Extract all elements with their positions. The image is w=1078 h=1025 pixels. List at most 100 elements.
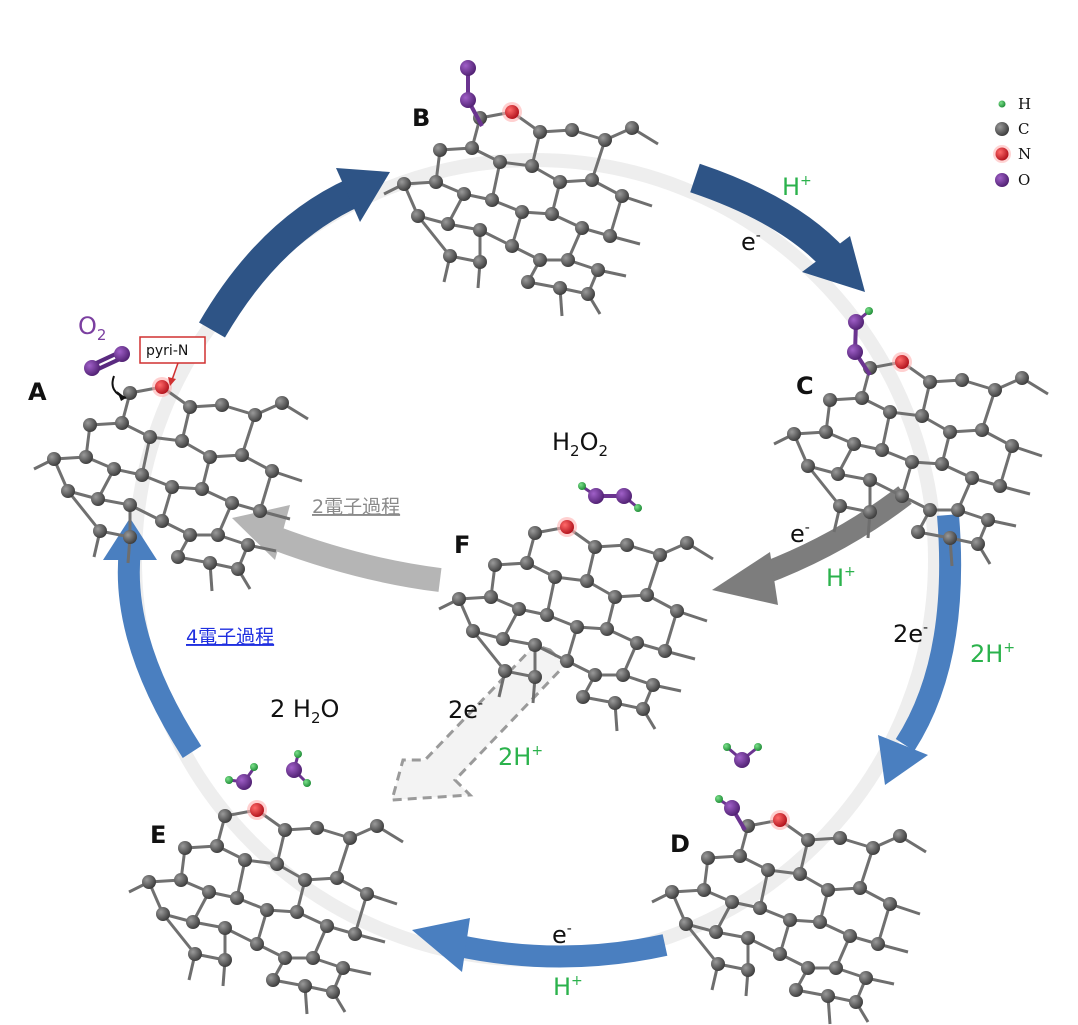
arrow-c-to-d: [878, 514, 962, 785]
carbon-atom: [665, 885, 679, 899]
h2o2-label: H2O2: [552, 428, 608, 460]
carbon-atom: [115, 416, 129, 430]
carbon-atom: [636, 702, 650, 716]
nitrogen-atom: [250, 803, 264, 817]
carbon-atom: [773, 947, 787, 961]
carbon-atom: [831, 467, 845, 481]
carbon-atom: [585, 173, 599, 187]
legend-h-label: H: [1018, 95, 1031, 113]
carbon-atom: [793, 867, 807, 881]
carbon-atom: [210, 839, 224, 853]
carbon-atom: [603, 229, 617, 243]
carbon-atom: [646, 678, 660, 692]
carbon-atom: [981, 513, 995, 527]
carbon-atom: [525, 159, 539, 173]
carbon-atom: [658, 644, 672, 658]
carbon-atom: [218, 953, 232, 967]
reagent-d-e-electron: e-: [552, 921, 572, 949]
carbon-atom: [615, 189, 629, 203]
carbon-atom: [813, 915, 827, 929]
carbon-atom: [733, 849, 747, 863]
carbon-atom: [821, 883, 835, 897]
carbon-atom: [241, 538, 255, 552]
reagent-f-e-electron: 2e-: [448, 696, 483, 724]
carbon-atom: [560, 654, 574, 668]
legend-n-label: N: [1018, 145, 1031, 163]
carbon-atom: [598, 133, 612, 147]
carbon-atom: [433, 143, 447, 157]
carbon-atom: [270, 857, 284, 871]
stage-label-f: F: [454, 531, 470, 559]
reagent-c-d-electron: 2e-: [893, 620, 928, 648]
carbon-atom: [231, 562, 245, 576]
carbon-atom: [679, 917, 693, 931]
carbon-atom: [670, 604, 684, 618]
carbon-atom: [616, 668, 630, 682]
carbon-atom: [326, 985, 340, 999]
carbon-atom: [575, 221, 589, 235]
carbon-atom: [278, 823, 292, 837]
carbon-atom: [955, 373, 969, 387]
graphene-sheet-f: [438, 517, 714, 732]
carbon-atom: [203, 556, 217, 570]
four-electron-process-link[interactable]: 4電子過程: [186, 626, 274, 648]
carbon-atom: [823, 393, 837, 407]
carbon-atom: [789, 983, 803, 997]
carbon-atom: [465, 141, 479, 155]
carbon-atom: [266, 973, 280, 987]
carbon-atom: [155, 514, 169, 528]
carbon-atom: [278, 951, 292, 965]
carbon-atom: [265, 464, 279, 478]
carbon-atom: [188, 947, 202, 961]
carbon-atom: [1015, 371, 1029, 385]
carbon-atom: [620, 538, 634, 552]
carbon-atom: [443, 249, 457, 263]
carbon-atom: [911, 525, 925, 539]
carbon-atom: [218, 921, 232, 935]
carbon-atom: [320, 919, 334, 933]
carbon-atom: [895, 489, 909, 503]
atom-legend: H C N O: [993, 95, 1031, 189]
carbon-atom: [988, 383, 1002, 397]
carbon-atom: [298, 979, 312, 993]
carbon-atom: [484, 590, 498, 604]
carbon-atom: [709, 925, 723, 939]
two-electron-process-link[interactable]: 2電子過程: [312, 496, 400, 518]
carbon-atom: [588, 540, 602, 554]
legend-c-icon: [995, 122, 1009, 136]
carbon-atom: [83, 418, 97, 432]
arrow-f-to-a: [232, 505, 442, 592]
carbon-atom: [801, 459, 815, 473]
carbon-atom: [553, 175, 567, 189]
carbon-atom: [452, 592, 466, 606]
carbon-atom: [143, 430, 157, 444]
carbon-atom: [441, 217, 455, 231]
carbon-atom: [195, 482, 209, 496]
carbon-atom: [107, 462, 121, 476]
carbon-atom: [360, 887, 374, 901]
arrow-f-to-e-dashed: [389, 643, 568, 802]
carbon-atom: [498, 664, 512, 678]
carbon-atom: [915, 409, 929, 423]
graphene-sheet-d: [651, 810, 927, 1025]
carbon-atom: [600, 622, 614, 636]
carbon-atom: [833, 831, 847, 845]
carbon-atom: [348, 927, 362, 941]
carbon-atom: [183, 528, 197, 542]
carbon-atom: [235, 448, 249, 462]
carbon-atom: [203, 450, 217, 464]
carbon-atom: [871, 937, 885, 951]
carbon-atom: [965, 471, 979, 485]
reagent-b-c-proton: H+: [782, 173, 812, 201]
carbon-atom: [175, 434, 189, 448]
arrow-d-to-e: [412, 918, 668, 972]
arrow-a-to-b: [199, 168, 390, 338]
carbon-atom: [520, 556, 534, 570]
carbon-atom: [533, 253, 547, 267]
carbon-atom: [528, 526, 542, 540]
carbon-atom: [801, 961, 815, 975]
carbon-atom: [473, 223, 487, 237]
carbon-atom: [943, 425, 957, 439]
carbon-atom: [923, 375, 937, 389]
